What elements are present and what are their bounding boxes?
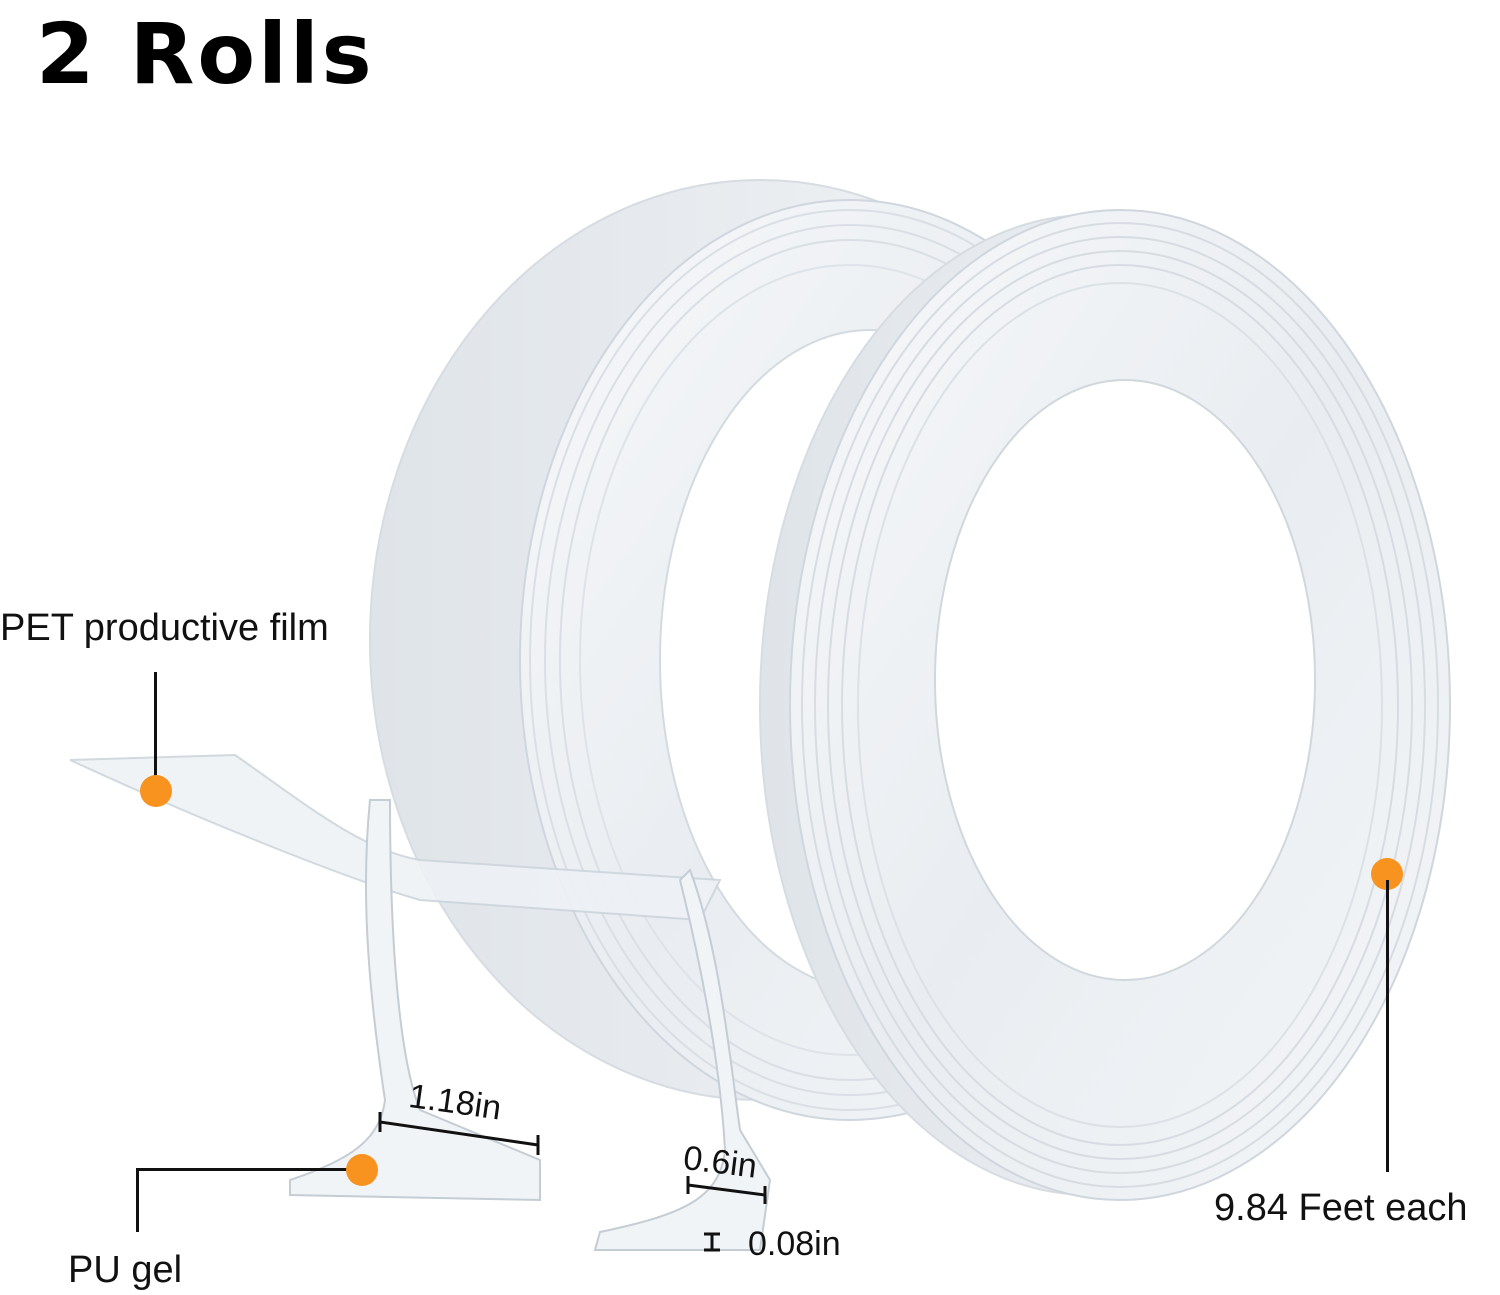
- pet-film-marker: [140, 775, 172, 807]
- pu-gel-label: PU gel: [68, 1249, 183, 1291]
- peeled-film-strip: [69, 753, 722, 922]
- headline: 2 Rolls: [36, 5, 375, 103]
- length-label: 9.84 Feet each: [1214, 1187, 1468, 1229]
- thickness-label: 0.08in: [748, 1225, 841, 1263]
- pet-film-label: PET productive film: [0, 607, 329, 649]
- pu-gel-leader-line-horizontal: [136, 1168, 362, 1171]
- width-small-dimension-line: [687, 1183, 766, 1197]
- length-leader-line: [1386, 880, 1389, 1172]
- large-tape-end: [289, 799, 541, 1202]
- pu-gel-leader-line: [136, 1170, 139, 1232]
- width-large-dimension-line: [379, 1120, 539, 1147]
- pet-film-leader-line: [154, 672, 157, 792]
- front-roll: [759, 209, 1451, 1201]
- small-tape-end: [593, 868, 772, 1251]
- pu-gel-marker: [346, 1154, 378, 1186]
